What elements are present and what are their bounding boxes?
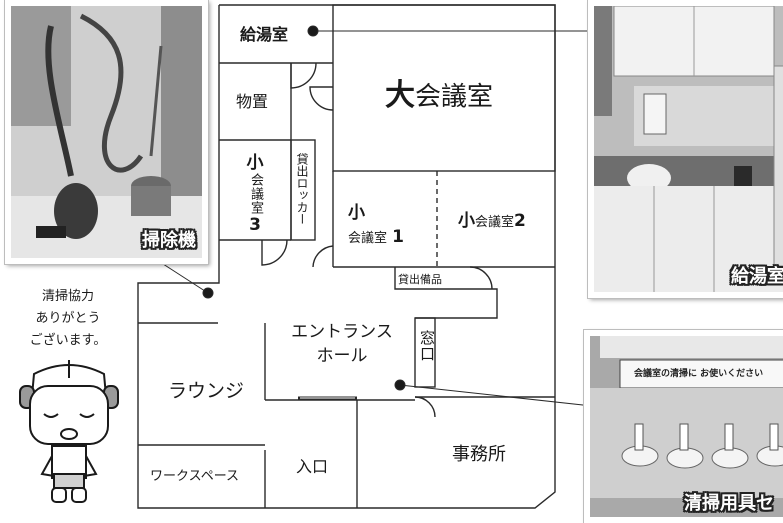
label-sho3-a: 小 <box>246 153 264 173</box>
floor-plan <box>137 4 596 509</box>
cleaning-illustration <box>590 336 783 517</box>
label-iriguchi: 入口 <box>296 457 329 476</box>
label-sho2-num: 2 <box>514 211 526 231</box>
label-sho1-b: 会議室 <box>348 231 388 246</box>
label-dai-big: 大 <box>385 78 415 113</box>
label-sho2: 小会議室2 <box>458 206 526 231</box>
cleaning-sign-text: 会議室の清掃に お使いください <box>634 369 764 379</box>
label-butsuoki: 物置 <box>236 92 269 111</box>
label-sho1: 小 会議室 1 <box>348 198 404 247</box>
thanks-line-3: ございます。 <box>29 333 107 348</box>
label-kashidashi-bihin: 貸出備品 <box>398 273 442 286</box>
label-sho3-b: 会議室 <box>248 173 263 215</box>
thanks-line-2: ありがとう <box>35 311 101 326</box>
vacuum-badge: 掃除機 <box>142 230 196 251</box>
label-madoguchi: 窓口 <box>418 330 436 362</box>
label-workspace: ワークスペース <box>150 469 240 484</box>
label-dai-rest: 会議室 <box>415 82 494 112</box>
cleaning-photo: 会議室の清掃に お使いください 清掃用具セ <box>584 330 783 523</box>
thanks-message: 清掃協力 ありがとう ございます。 <box>14 286 122 352</box>
label-lounge: ラウンジ <box>168 380 245 402</box>
label-sho2-b: 会議室 <box>475 215 515 230</box>
thanks-line-1: 清掃協力 <box>41 289 94 304</box>
vacuum-illustration <box>11 6 202 258</box>
label-entrance-1: エントランス <box>291 322 393 342</box>
label-sho3: 小 会議室 3 <box>241 148 269 235</box>
label-jimusho: 事務所 <box>452 444 506 465</box>
kitchen-illustration <box>594 6 783 292</box>
label-sho3-num: 3 <box>249 215 261 235</box>
label-entrance: エントランス ホール <box>282 320 402 368</box>
label-entrance-2: ホール <box>316 346 368 366</box>
label-dai-kaigishitsu: 大会議室 <box>385 70 493 114</box>
kitchen-badge: 給湯室 <box>731 266 783 287</box>
label-locker: 貸出ロッカー <box>295 153 309 225</box>
cleaning-badge: 清掃用具セ <box>684 493 774 514</box>
label-sho1-a: 小 <box>348 203 365 223</box>
label-sho2-a: 小 <box>458 211 475 231</box>
mascot-character <box>19 360 119 503</box>
kitchen-photo: 給湯室 <box>588 0 783 298</box>
vacuum-photo: 掃除機 <box>5 0 208 264</box>
label-kyutoshitsu: 給湯室 <box>240 25 289 44</box>
label-sho1-num: 1 <box>392 227 404 247</box>
